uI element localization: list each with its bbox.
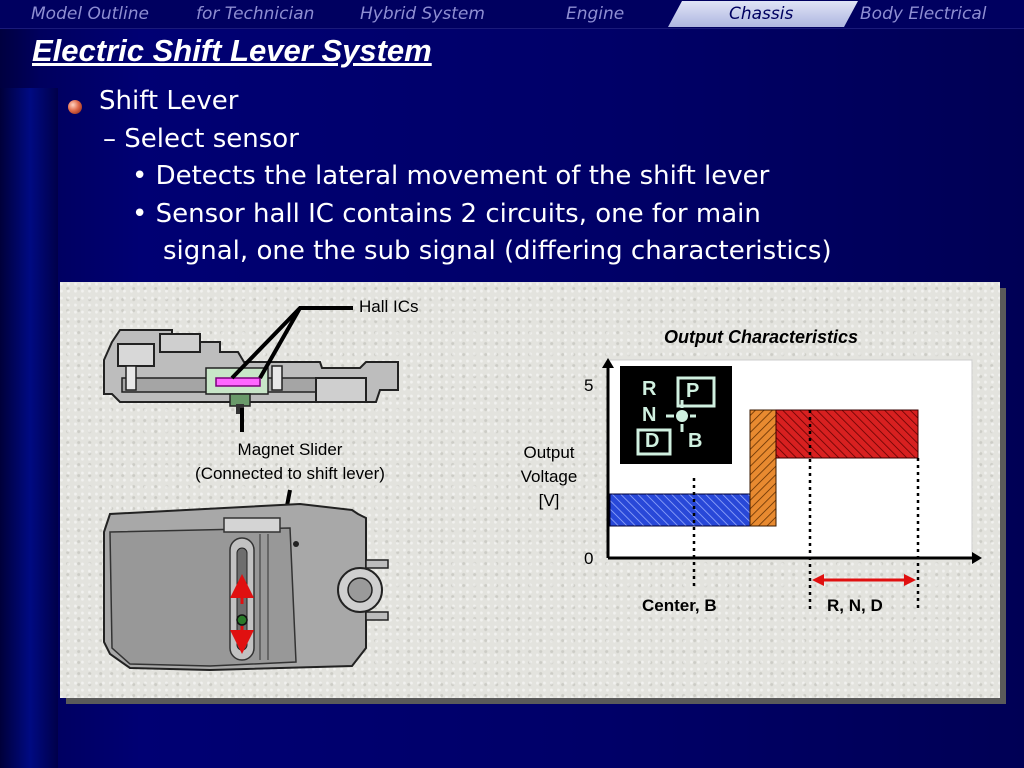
chart-title: Output Characteristics [664, 327, 859, 347]
y-axis-label-line1: Output [523, 443, 575, 462]
output-characteristics-chart [602, 358, 982, 612]
high-voltage-band [775, 409, 919, 459]
nav-tab-model-outline[interactable]: Model Outline [31, 4, 149, 24]
shift-pattern-icon [620, 366, 732, 464]
shift-letter-d: D [645, 430, 660, 452]
shift-letter-b: B [688, 430, 703, 452]
bullet-hall-ic-line1: • Sensor hall IC contains 2 circuits, on… [132, 199, 761, 229]
hall-ics-label: Hall ICs [359, 297, 419, 316]
nav-active-highlight [668, 1, 858, 27]
nav-tab-body-electrical[interactable]: Body Electrical [860, 4, 987, 24]
y-axis-label-line2: Voltage [520, 467, 578, 486]
nav-tab-for-technician[interactable]: for Technician [196, 4, 315, 24]
magnet-slider-sublabel: (Connected to shift lever) [195, 464, 385, 483]
slide-title: Electric Shift Lever System [32, 33, 432, 68]
sensor-top-view [103, 502, 389, 672]
bullet-detects-lateral: • Detects the lateral movement of the sh… [132, 161, 770, 191]
y-tick-0: 0 [584, 549, 594, 568]
nav-tab-chassis[interactable]: Chassis [729, 4, 794, 24]
nav-tab-engine[interactable]: Engine [566, 4, 625, 24]
x-label-rnd: R, N, D [827, 596, 883, 615]
sensor-side-view [103, 329, 399, 414]
nav-tab-hybrid-system[interactable]: Hybrid System [360, 4, 485, 24]
left-accent-bar [0, 88, 58, 768]
figure-panel: R P N D B Hall ICs Magnet Slider (Connec… [60, 282, 1000, 698]
magnet-slider-label: Magnet Slider [237, 440, 343, 459]
figure-drawing [103, 306, 982, 672]
shift-letter-p: P [686, 380, 700, 402]
low-voltage-band [609, 493, 751, 527]
transition-band [749, 409, 777, 527]
x-label-center-b: Center, B [642, 596, 717, 615]
shift-letter-r: R [642, 378, 657, 400]
bullet-hall-ic-line2: signal, one the sub signal (differing ch… [163, 236, 832, 266]
bullet-ball-icon [68, 100, 82, 114]
bullet-shift-lever: Shift Lever [99, 86, 239, 116]
bullet-select-sensor: – Select sensor [103, 124, 299, 154]
hall-ics-callout [230, 306, 353, 380]
y-axis-label-line3: [V] [538, 491, 560, 510]
shift-letter-n: N [642, 404, 657, 426]
y-tick-5: 5 [584, 376, 594, 395]
top-navigation: Model Outline for Technician Hybrid Syst… [0, 0, 1024, 29]
